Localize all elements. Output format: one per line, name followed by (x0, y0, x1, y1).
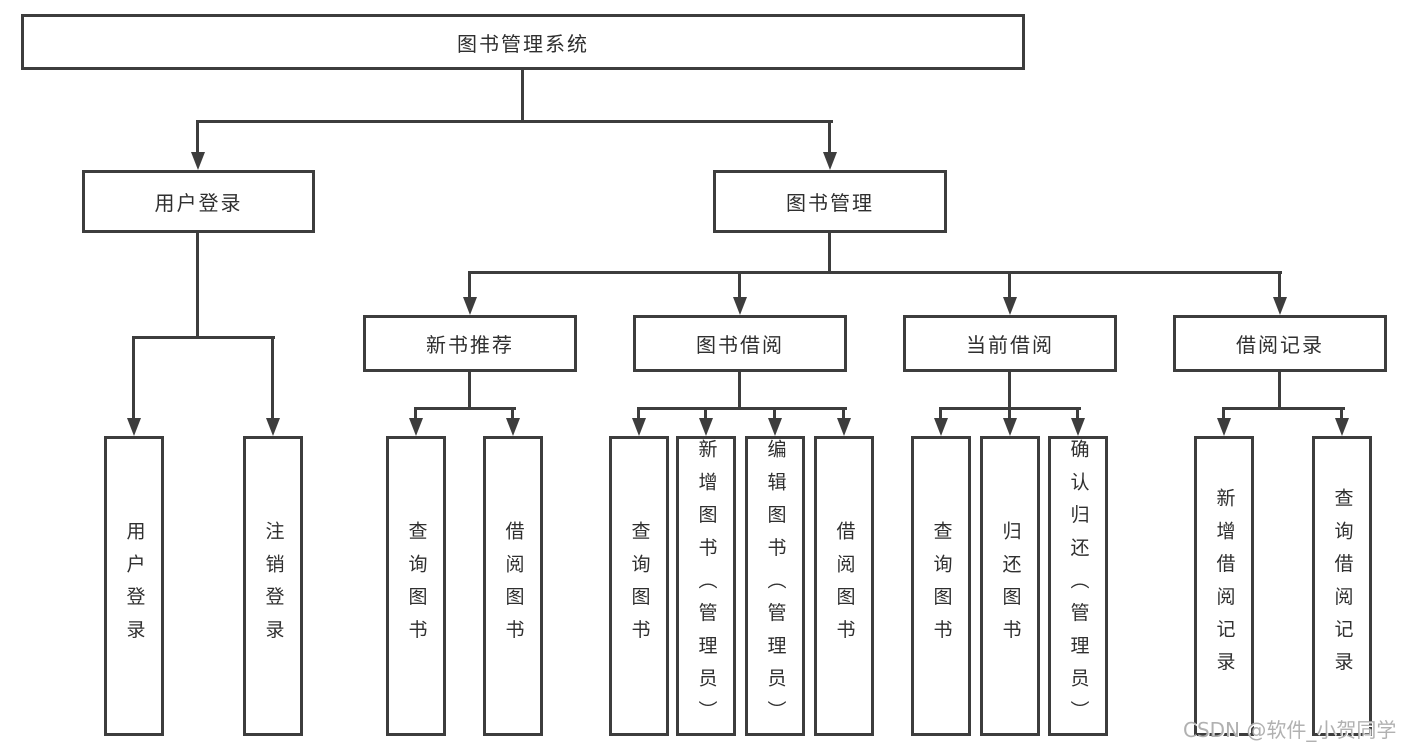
node-label: 新书推荐 (426, 333, 514, 357)
node-label: 查询图书 (405, 520, 428, 652)
connector-arrow (409, 418, 423, 436)
connector-line (521, 70, 524, 120)
node-label: 借阅图书 (833, 520, 856, 652)
node-library-management-system: 图书管理系统 (21, 14, 1025, 70)
connector-line (1076, 407, 1079, 419)
leaf-borrow-books: 借阅图书 (814, 436, 874, 736)
node-label: 用户登录 (123, 520, 146, 652)
node-label: 查询图书 (930, 520, 953, 652)
connector-arrow (1217, 418, 1231, 436)
leaf-query-books-borrowing: 查询图书 (609, 436, 669, 736)
leaf-query-books-recommend: 查询图书 (386, 436, 446, 736)
connector-line (773, 407, 776, 419)
node-label: 图书管理 (786, 191, 874, 215)
leaf-add-book-admin: 新增图书（管理员） (676, 436, 736, 736)
node-label: 确认归还（管理员） (1067, 439, 1090, 734)
node-label: 归还图书 (999, 520, 1022, 652)
connector-arrow (934, 418, 948, 436)
connector-arrow (768, 418, 782, 436)
connector-line (511, 407, 514, 419)
connector-line (468, 372, 471, 407)
connector-arrow (127, 418, 141, 436)
node-label: 新增图书（管理员） (695, 439, 718, 734)
csdn-watermark: CSDN @软件_小贺同学 (1183, 718, 1397, 742)
leaf-logout: 注销登录 (243, 436, 303, 736)
node-label: 查询借阅记录 (1331, 487, 1354, 685)
connector-line (1340, 407, 1343, 419)
connector-arrow (463, 297, 477, 315)
node-label: 当前借阅 (966, 333, 1054, 357)
node-label: 图书管理系统 (457, 31, 589, 56)
connector-arrow (632, 418, 646, 436)
connector-line (738, 271, 741, 298)
node-label: 查询图书 (628, 520, 651, 652)
leaf-user-login: 用户登录 (104, 436, 164, 736)
node-label: 编辑图书（管理员） (764, 439, 787, 734)
connector-line (1008, 271, 1011, 298)
node-book-borrowing: 图书借阅 (633, 315, 847, 372)
connector-line (414, 407, 516, 410)
connector-line (828, 233, 831, 271)
connector-line (1222, 407, 1345, 410)
connector-line (828, 120, 831, 153)
node-label: 借阅图书 (502, 520, 525, 652)
connector-line (1278, 271, 1281, 298)
leaf-add-borrow-record: 新增借阅记录 (1194, 436, 1254, 736)
connector-line (738, 372, 741, 407)
connector-line (132, 336, 135, 419)
connector-line (1008, 407, 1011, 419)
leaf-borrow-books-recommend: 借阅图书 (483, 436, 543, 736)
connector-arrow (1003, 418, 1017, 436)
connector-line (1278, 372, 1281, 407)
connector-line (196, 120, 199, 153)
node-label: 图书借阅 (696, 333, 784, 357)
connector-line (1008, 372, 1011, 407)
connector-line (637, 407, 640, 419)
connector-line (1222, 407, 1225, 419)
connector-arrow (191, 152, 205, 170)
node-book-management: 图书管理 (713, 170, 947, 233)
connector-line (271, 336, 274, 419)
node-label: 用户登录 (154, 191, 243, 215)
connector-line (196, 120, 833, 123)
connector-line (468, 271, 1282, 274)
connector-line (842, 407, 845, 419)
connector-line (637, 407, 847, 410)
connector-line (468, 271, 471, 298)
node-new-book-recommend: 新书推荐 (363, 315, 577, 372)
connector-arrow (823, 152, 837, 170)
connector-arrow (1335, 418, 1349, 436)
connector-arrow (733, 297, 747, 315)
connector-arrow (506, 418, 520, 436)
connector-line (414, 407, 417, 419)
leaf-edit-book-admin: 编辑图书（管理员） (745, 436, 805, 736)
node-current-borrowing: 当前借阅 (903, 315, 1117, 372)
node-label: 注销登录 (262, 520, 285, 652)
node-label: 借阅记录 (1236, 333, 1324, 357)
node-label: 新增借阅记录 (1213, 487, 1236, 685)
connector-arrow (699, 418, 713, 436)
connector-arrow (837, 418, 851, 436)
leaf-return-books: 归还图书 (980, 436, 1040, 736)
leaf-query-books-current: 查询图书 (911, 436, 971, 736)
leaf-query-borrow-record: 查询借阅记录 (1312, 436, 1372, 736)
connector-arrow (1003, 297, 1017, 315)
connector-arrow (266, 418, 280, 436)
connector-line (704, 407, 707, 419)
connector-line (132, 336, 275, 339)
connector-line (939, 407, 942, 419)
leaf-confirm-return-admin: 确认归还（管理员） (1048, 436, 1108, 736)
node-user-login: 用户登录 (82, 170, 315, 233)
connector-arrow (1071, 418, 1085, 436)
node-borrowing-records: 借阅记录 (1173, 315, 1387, 372)
connector-line (196, 233, 199, 336)
connector-arrow (1273, 297, 1287, 315)
